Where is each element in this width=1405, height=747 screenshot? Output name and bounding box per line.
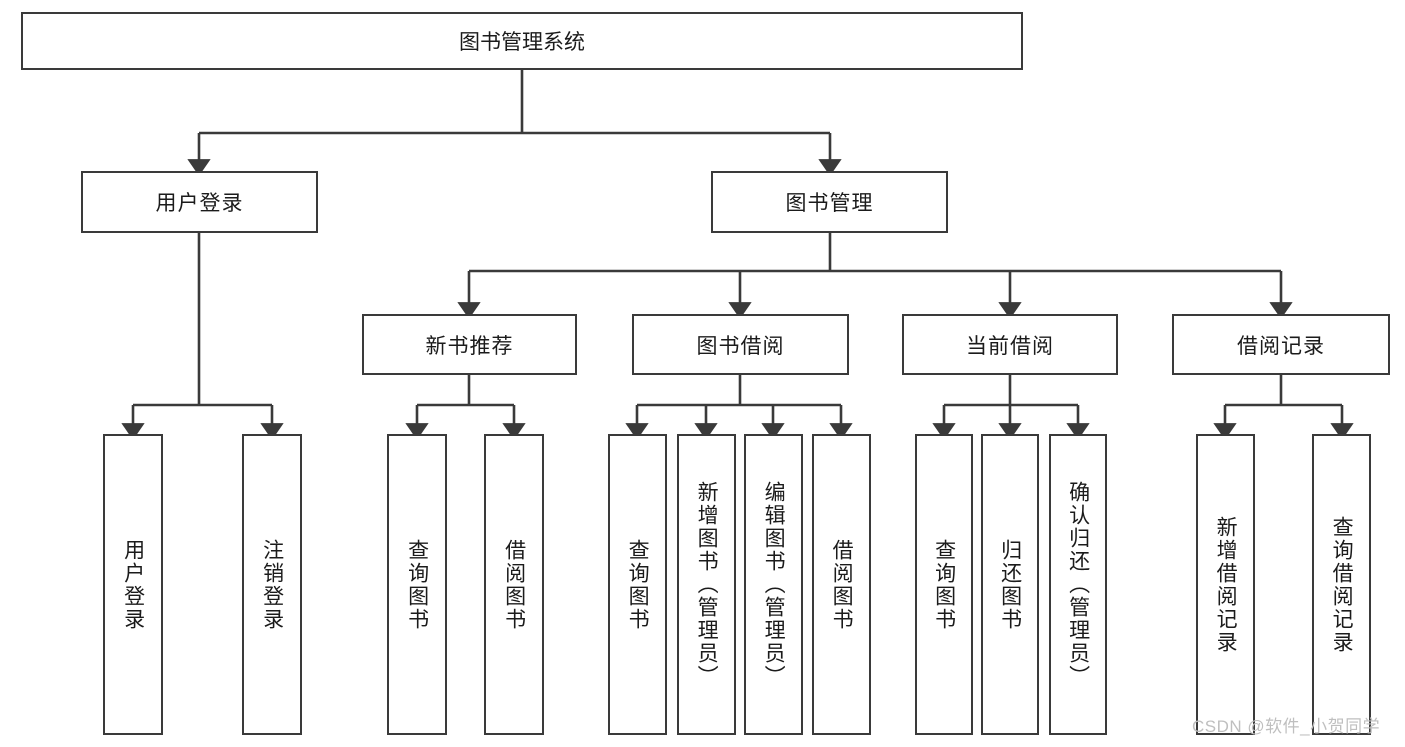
node-book-borrow[interactable]: 图书借阅 xyxy=(632,314,849,375)
node-label: 借阅图书 xyxy=(502,538,526,631)
node-new-book-recommend[interactable]: 新书推荐 xyxy=(362,314,577,375)
leaf-borrow-add-book-admin[interactable]: 新增图书（管理员） xyxy=(677,434,736,735)
node-label: 图书管理 xyxy=(785,192,874,215)
node-label: 借阅图书 xyxy=(830,538,854,631)
node-label: 查询借阅记录 xyxy=(1330,515,1354,654)
node-label: 归还图书 xyxy=(998,538,1022,631)
leaf-current-return-books[interactable]: 归还图书 xyxy=(981,434,1039,735)
leaf-newbook-query-books[interactable]: 查询图书 xyxy=(387,434,447,735)
node-book-management[interactable]: 图书管理 xyxy=(711,171,948,233)
leaf-records-add-record[interactable]: 新增借阅记录 xyxy=(1196,434,1255,735)
node-label: 用户登录 xyxy=(155,192,244,215)
node-label: 新增图书（管理员） xyxy=(695,481,719,688)
node-label: 查询图书 xyxy=(626,538,650,631)
node-label: 借阅记录 xyxy=(1237,334,1325,358)
node-root-system[interactable]: 图书管理系统 xyxy=(21,12,1023,70)
node-current-borrow[interactable]: 当前借阅 xyxy=(902,314,1118,375)
watermark: CSDN @软件_小贺同学 xyxy=(1192,717,1381,736)
node-label: 确认归还（管理员） xyxy=(1066,481,1090,688)
node-user-login[interactable]: 用户登录 xyxy=(81,171,318,233)
node-borrow-records[interactable]: 借阅记录 xyxy=(1172,314,1390,375)
leaf-current-query-books[interactable]: 查询图书 xyxy=(915,434,973,735)
leaf-records-query-record[interactable]: 查询借阅记录 xyxy=(1312,434,1371,735)
node-label: 编辑图书（管理员） xyxy=(762,481,786,688)
node-label: 新增借阅记录 xyxy=(1214,515,1238,654)
node-label: 用户登录 xyxy=(121,538,145,631)
leaf-borrow-query-books[interactable]: 查询图书 xyxy=(608,434,667,735)
node-label: 注销登录 xyxy=(260,538,284,631)
leaf-user-logout[interactable]: 注销登录 xyxy=(242,434,302,735)
node-label: 图书管理系统 xyxy=(459,31,585,54)
node-label: 新书推荐 xyxy=(425,334,514,358)
leaf-borrow-edit-book-admin[interactable]: 编辑图书（管理员） xyxy=(744,434,803,735)
leaf-user-login[interactable]: 用户登录 xyxy=(103,434,163,735)
node-label: 查询图书 xyxy=(932,538,956,631)
leaf-borrow-borrow-books[interactable]: 借阅图书 xyxy=(812,434,871,735)
node-label: 当前借阅 xyxy=(966,334,1054,358)
node-label: 查询图书 xyxy=(405,538,429,631)
leaf-newbook-borrow-books[interactable]: 借阅图书 xyxy=(484,434,544,735)
node-label: 图书借阅 xyxy=(696,334,785,358)
leaf-current-confirm-return-admin[interactable]: 确认归还（管理员） xyxy=(1049,434,1107,735)
